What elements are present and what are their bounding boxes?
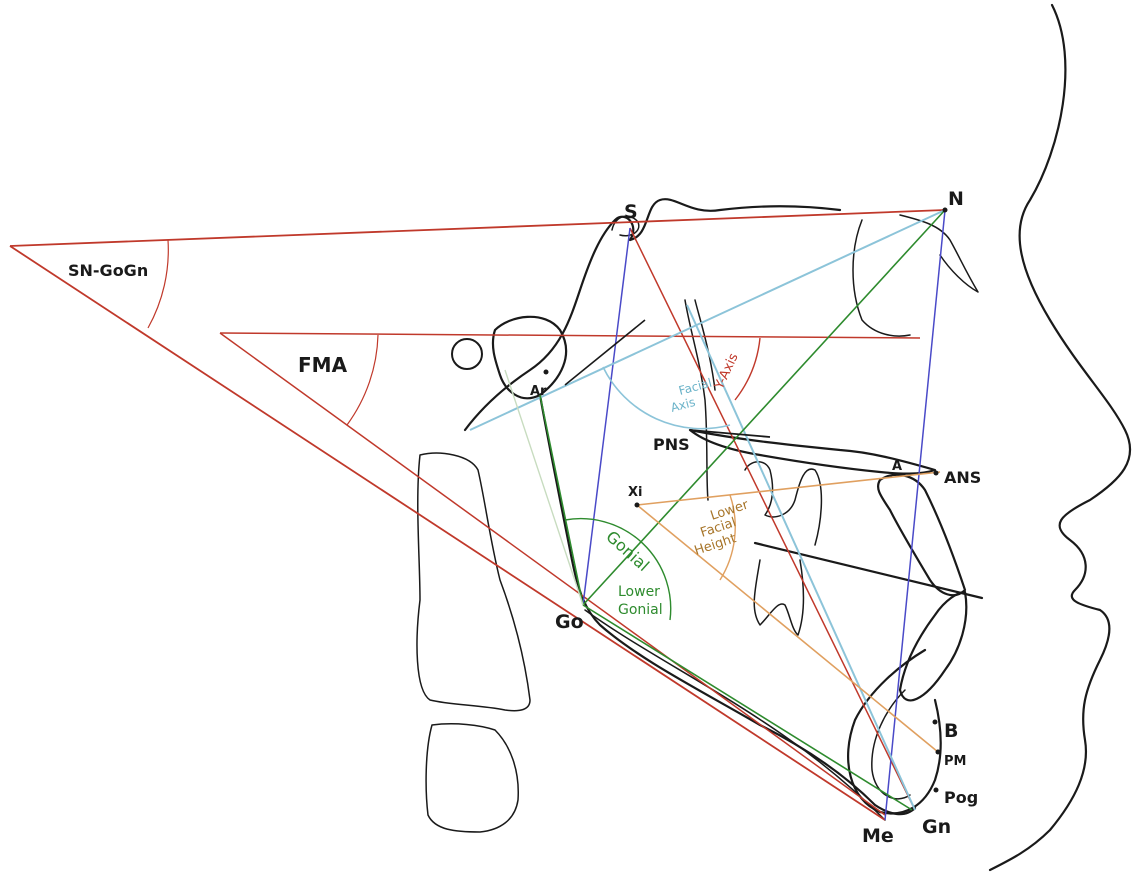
label-sn-gogn: SN-GoGn [68,261,148,280]
label-gn: Gn [922,816,951,838]
symphysis-trace [847,648,942,815]
ar-go-line [539,394,584,606]
label-gonial: Gonial [602,527,653,575]
lower-facial-height-arc [719,494,736,581]
pog-point [933,787,939,793]
upper-incisor-trace [876,473,967,597]
occlusal-plane-line [753,541,984,600]
pm-point [935,749,941,755]
lower-molar-trace [753,559,805,636]
gonial-arc [564,517,672,621]
label-lower-gonial-1: Lower [618,584,660,600]
ans-point [933,470,939,476]
s-go-line [582,227,631,606]
label-pm: PM [944,754,966,769]
label-xi: Xi [628,485,642,500]
nasal-bone-trace [899,214,979,293]
fma-arc [346,334,379,426]
palatal-plane-line [689,429,771,438]
xi-ans-line [636,471,941,506]
sn-plane-line [9,209,946,247]
n-me-line [884,209,946,821]
label-facial-axis-1: Facial [677,376,713,398]
upper-molar-trace [744,461,823,546]
label-ans: ANS [944,468,981,487]
label-s: S [624,201,638,223]
gogn-plane-line [9,245,886,821]
ramus-tangent-line [504,369,584,606]
label-pns: PNS [653,435,690,454]
cranial-base-trace [463,198,842,432]
label-n: N [948,188,964,210]
soft-tissue-profile [988,3,1132,872]
go-n-line [582,209,946,606]
n-point [942,207,948,213]
condyle-trace [491,315,568,400]
ear-rod-circle [451,338,483,370]
label-me: Me [862,825,894,847]
b-point [932,719,938,725]
label-a: A [892,459,902,474]
xi-point [634,502,640,508]
ar-point [543,369,549,375]
frankfort-horizontal-line [219,332,921,339]
facial-axis-arc [602,366,731,430]
facial-axis-line [686,304,916,811]
fma-mandibular-line [219,332,886,816]
ba-n-line [469,209,946,431]
lower-incisor-trace [898,590,968,702]
label-facial-axis-2: Axis [669,395,697,415]
y-axis-line [629,227,916,811]
sn-gogn-arc [147,239,169,329]
y-axis-arc [734,337,761,401]
vertebra-upper-trace [416,452,531,712]
label-b: B [944,720,958,742]
mandible-lower-border-trace [584,609,886,821]
condyle-axis-line [564,319,646,386]
xi-pm-line [636,504,939,753]
label-pog: Pog [944,788,978,807]
orbit-trace [852,219,911,337]
go-me-line [582,604,913,811]
label-go: Go [555,611,584,633]
vertebra-lower-trace [425,723,519,833]
label-ar: Ar [530,384,547,399]
label-lower-gonial-2: Gonial [618,602,663,618]
ramus-mandible-trace [538,393,917,816]
label-fma: FMA [298,353,348,377]
symphysis-inner-trace [871,689,911,800]
palate-trace [688,428,937,475]
